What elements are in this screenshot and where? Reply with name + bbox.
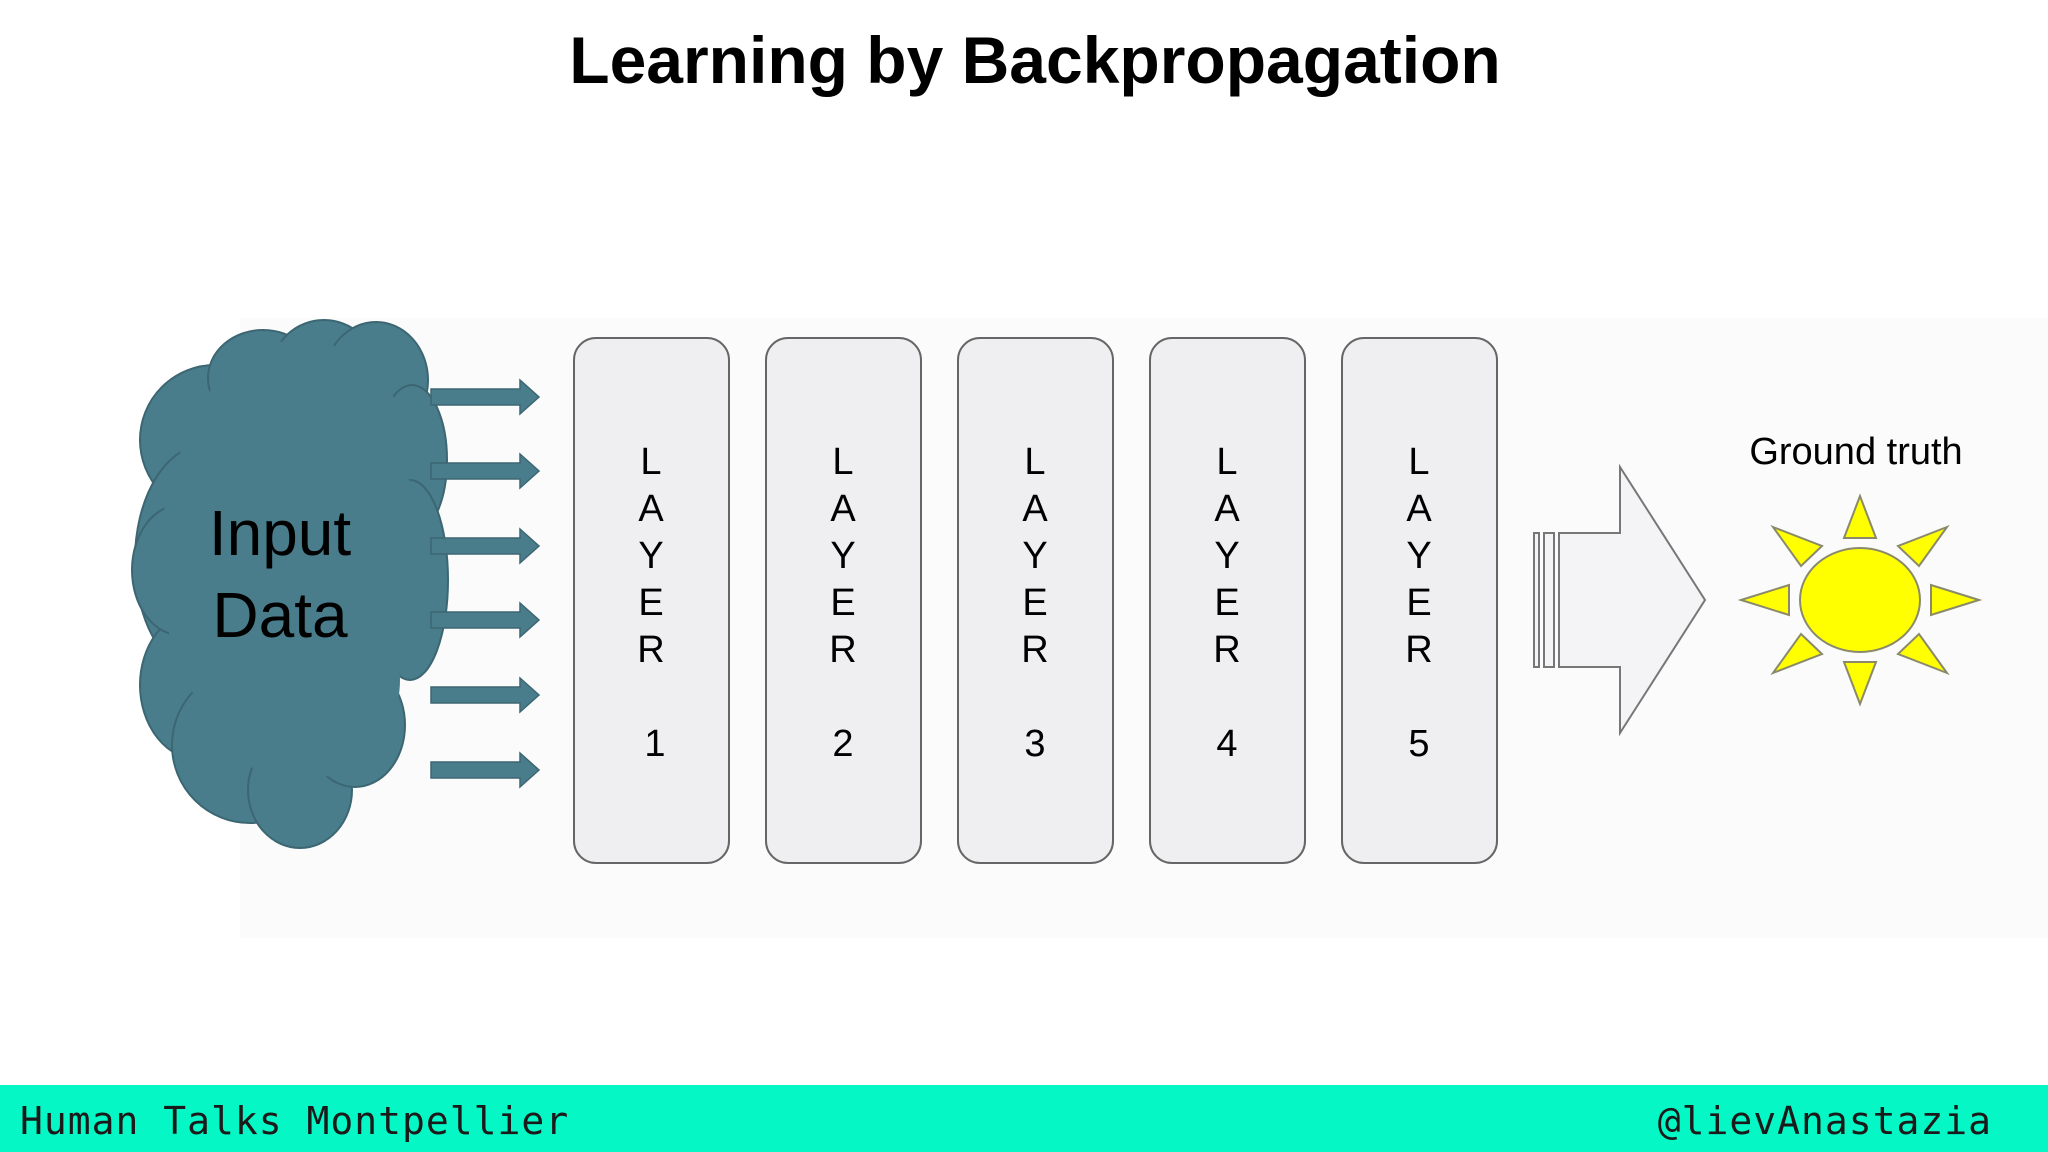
layer-number: 5 [1408,723,1429,765]
layer-letter: A [1214,488,1240,530]
layer-letter: E [638,582,663,624]
layer-5: L A Y E R 5 [1341,337,1498,864]
layer-number: 3 [1024,723,1045,765]
input-arrow [430,751,541,789]
layer-letter: A [830,488,856,530]
layer-letter: R [1213,629,1240,671]
input-arrow [430,452,541,490]
layer-letter: L [1408,441,1429,483]
layer-letter: R [1405,629,1432,671]
ground-truth-label: Ground truth [1749,431,1962,473]
layer-letter: Y [1214,535,1239,577]
layer-3: L A Y E R 3 [957,337,1114,864]
layer-letter: E [1022,582,1047,624]
layer-letter: L [640,441,661,483]
input-arrow [430,601,541,639]
layer-letter: L [1024,441,1045,483]
layer-2: L A Y E R 2 [765,337,922,864]
layer-letter: A [1406,488,1432,530]
layer-letter: E [830,582,855,624]
layer-letter: A [638,488,664,530]
layer-letter: Y [638,535,663,577]
input-data-label-line2: Data [212,579,348,651]
input-arrow [430,527,541,565]
slide-title: Learning by Backpropagation [569,23,1501,97]
layers-group: L A Y E R 1 L A Y E R 2 L A Y E R 3 L [573,337,1498,864]
input-data-cloud [131,319,449,849]
footer-handle: @lievAnastazia [1657,1099,1992,1143]
layer-1: L A Y E R 1 [573,337,730,864]
layer-number: 4 [1216,723,1237,765]
layer-letter: L [1216,441,1237,483]
layer-letter: L [832,441,853,483]
diagram-panel [240,318,2048,938]
layer-4: L A Y E R 4 [1149,337,1306,864]
input-arrow [430,676,541,714]
sun-icon [1737,493,1983,707]
input-arrow [430,378,541,416]
layer-letter: A [1022,488,1048,530]
layer-letter: Y [1406,535,1431,577]
layer-number: 2 [832,723,853,765]
layer-letter: Y [830,535,855,577]
footer-event-name: Human Talks Montpellier [20,1099,570,1143]
input-data-label-line1: Input [209,497,352,569]
layer-letter: R [637,629,664,671]
footer-bar [0,1085,2048,1152]
layer-letter: E [1214,582,1239,624]
layer-letter: R [829,629,856,671]
output-arrow [1533,463,1707,737]
layer-number: 1 [644,723,665,765]
layer-letter: Y [1022,535,1047,577]
layer-letter: R [1021,629,1048,671]
layer-letter: E [1406,582,1431,624]
